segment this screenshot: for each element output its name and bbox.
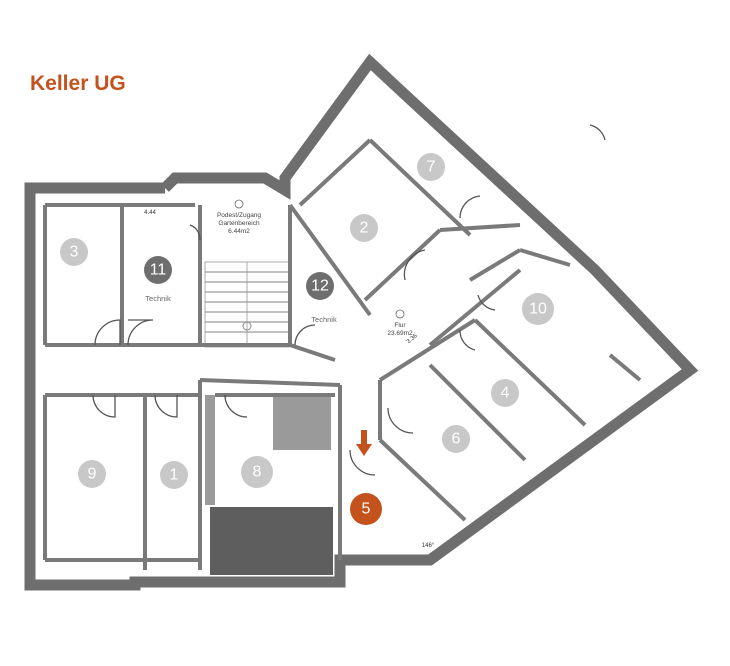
svg-text:11: 11 <box>150 262 167 279</box>
svg-text:10: 10 <box>529 301 547 318</box>
interior-walls <box>43 138 642 570</box>
svg-text:2: 2 <box>360 220 369 237</box>
room-3-marker: 3 <box>60 238 88 266</box>
staircase <box>204 261 290 348</box>
svg-text:Technik: Technik <box>311 315 337 324</box>
plan-title: Keller UG <box>30 72 126 95</box>
room-8-marker: 8 <box>241 456 273 488</box>
svg-text:Gartenbereich: Gartenbereich <box>218 220 260 227</box>
room-11-marker: 11 Technik <box>144 256 172 303</box>
svg-text:Technik: Technik <box>145 294 171 303</box>
dim-angle: 146° <box>422 543 435 549</box>
podest-annotation: Podest/Zugang Gartenbereich 6.44m2 <box>217 199 261 235</box>
svg-text:7: 7 <box>427 159 436 176</box>
room-12-marker: 12 Technik <box>306 272 337 324</box>
svg-text:12: 12 <box>311 278 329 295</box>
room-6-marker: 6 <box>442 425 470 453</box>
flur-annotation: Flur 23.69m2 <box>387 309 413 337</box>
dim-small: 4.44 <box>144 210 156 216</box>
room-4-marker: 4 <box>491 379 519 407</box>
grey-area <box>273 395 331 450</box>
svg-text:Podest/Zugang: Podest/Zugang <box>217 212 261 219</box>
svg-text:1: 1 <box>170 467 179 484</box>
room-1-marker: 1 <box>160 461 188 489</box>
svg-text:5: 5 <box>362 501 371 518</box>
doors <box>92 124 606 476</box>
outer-wall <box>24 53 699 591</box>
svg-text:Flur: Flur <box>394 322 406 329</box>
grey-strip <box>205 395 215 505</box>
dark-area <box>210 507 333 575</box>
room-9-marker: 9 <box>78 460 106 488</box>
entrance-arrow <box>356 430 372 456</box>
svg-text:4: 4 <box>501 385 510 402</box>
room-10-marker: 10 <box>522 293 554 325</box>
svg-text:6: 6 <box>452 431 461 448</box>
room-2-marker: 2 <box>350 214 378 242</box>
room-5-marker: 5 <box>350 493 382 525</box>
svg-text:23.69m2: 23.69m2 <box>387 330 413 337</box>
svg-text:9: 9 <box>88 466 97 483</box>
svg-text:3: 3 <box>70 244 79 261</box>
room-7-marker: 7 <box>417 153 445 181</box>
svg-text:8: 8 <box>253 464 262 481</box>
svg-text:6.44m2: 6.44m2 <box>228 228 250 235</box>
